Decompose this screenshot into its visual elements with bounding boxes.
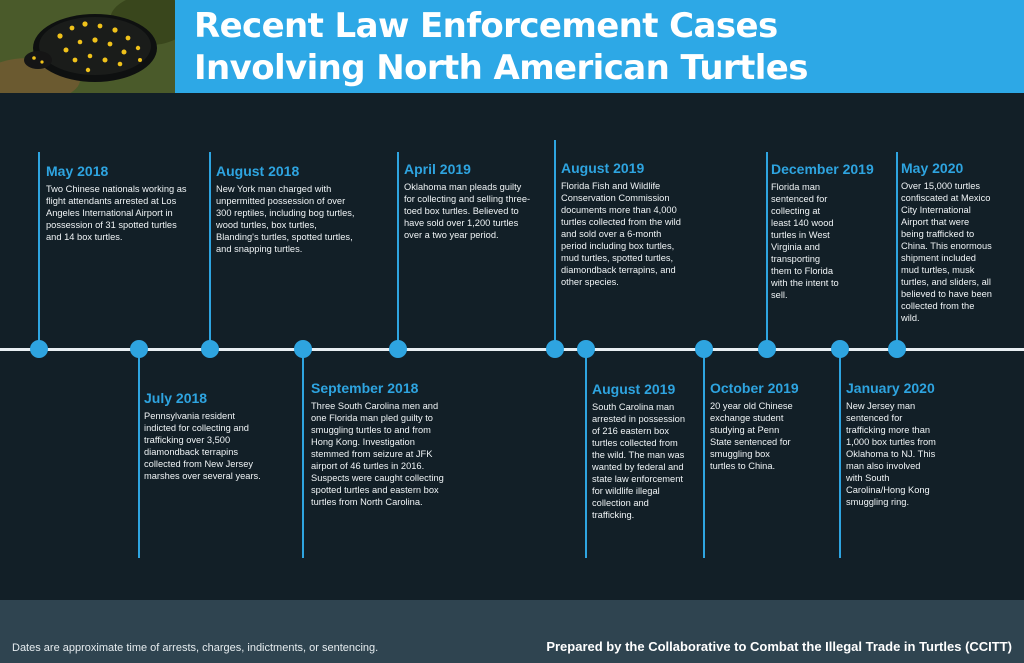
event-date: September 2018 — [311, 380, 419, 396]
event-description: 20 year old Chinese exchange student stu… — [710, 401, 793, 471]
timeline-panel — [0, 93, 1024, 600]
event-apr-2019: April 2019 Oklahoma man pleads guilty fo… — [404, 161, 534, 241]
event-date: December 2019 — [771, 161, 874, 177]
stem-jan-2020 — [839, 350, 841, 558]
dot-jul-2018 — [130, 340, 148, 358]
event-description: New York man charged with unpermitted po… — [216, 184, 355, 254]
title-line-2: Involving North American Turtles — [194, 48, 809, 88]
event-aug-2018: August 2018 New York man charged with un… — [216, 163, 361, 255]
stem-apr-2019 — [397, 152, 399, 346]
footnote: Dates are approximate time of arrests, c… — [12, 642, 379, 654]
event-description: Over 15,000 turtles confiscated at Mexic… — [901, 181, 992, 323]
event-date: April 2019 — [404, 161, 471, 177]
event-jan-2020: January 2020 New Jersey man sentenced fo… — [846, 380, 946, 508]
event-aug-2019-a: August 2019 Florida Fish and Wildlife Co… — [561, 160, 686, 288]
event-aug-2019-b: August 2019 South Carolina man arrested … — [592, 381, 692, 521]
dot-apr-2019 — [389, 340, 407, 358]
dot-aug-2019-b — [577, 340, 595, 358]
event-date: October 2019 — [710, 380, 799, 396]
dot-aug-2019-a — [546, 340, 564, 358]
event-jul-2018: July 2018 Pennsylvania resident indicted… — [144, 390, 266, 482]
dot-may-2020 — [888, 340, 906, 358]
event-date: August 2018 — [216, 163, 300, 179]
event-description: Oklahoma man pleads guilty for collectin… — [404, 182, 531, 240]
event-description: Pennsylvania resident indicted for colle… — [144, 411, 261, 481]
event-dec-2019: December 2019 Florida man sentenced for … — [771, 161, 881, 301]
credit-line: Prepared by the Collaborative to Combat … — [546, 639, 1012, 654]
page-title: Recent Law Enforcement Cases Involving N… — [194, 5, 1014, 89]
event-may-2018: May 2018 Two Chinese nationals working a… — [46, 163, 188, 243]
event-sep-2018: September 2018 Three South Carolina men … — [311, 380, 451, 508]
event-description: New Jersey man sentenced for trafficking… — [846, 401, 936, 507]
event-description: Three South Carolina men and one Florida… — [311, 401, 444, 507]
stem-sep-2018 — [302, 350, 304, 558]
stem-may-2018 — [38, 152, 40, 346]
dot-may-2018 — [30, 340, 48, 358]
event-date: August 2019 — [592, 381, 676, 397]
header-banner: Recent Law Enforcement Cases Involving N… — [0, 0, 1024, 93]
stem-aug-2018 — [209, 152, 211, 346]
stem-aug-2019-a — [554, 140, 556, 346]
stem-jul-2018 — [138, 350, 140, 558]
event-description: Two Chinese nationals working as flight … — [46, 184, 187, 242]
event-date: January 2020 — [846, 380, 935, 396]
event-date: May 2018 — [46, 163, 109, 179]
stem-aug-2019-b — [585, 350, 587, 558]
event-description: Florida Fish and Wildlife Conservation C… — [561, 181, 681, 287]
event-date: July 2018 — [144, 390, 208, 406]
event-date: May 2020 — [901, 160, 964, 176]
dot-sep-2018 — [294, 340, 312, 358]
dot-dec-2019 — [758, 340, 776, 358]
event-may-2020: May 2020 Over 15,000 turtles confiscated… — [901, 160, 993, 324]
stem-may-2020 — [896, 152, 898, 346]
footer-bar — [0, 600, 1024, 663]
event-oct-2019: October 2019 20 year old Chinese exchang… — [710, 380, 810, 472]
title-line-1: Recent Law Enforcement Cases — [194, 6, 778, 46]
stem-dec-2019 — [766, 152, 768, 346]
event-date: August 2019 — [561, 160, 645, 176]
dot-aug-2018 — [201, 340, 219, 358]
dot-jan-2020 — [831, 340, 849, 358]
dot-oct-2019 — [695, 340, 713, 358]
spotted-turtle-photo — [0, 0, 175, 93]
event-description: South Carolina man arrested in possessio… — [592, 402, 686, 520]
timeline-axis — [0, 348, 1024, 351]
stem-oct-2019 — [703, 350, 705, 558]
event-description: Florida man sentenced for collecting at … — [771, 182, 839, 300]
